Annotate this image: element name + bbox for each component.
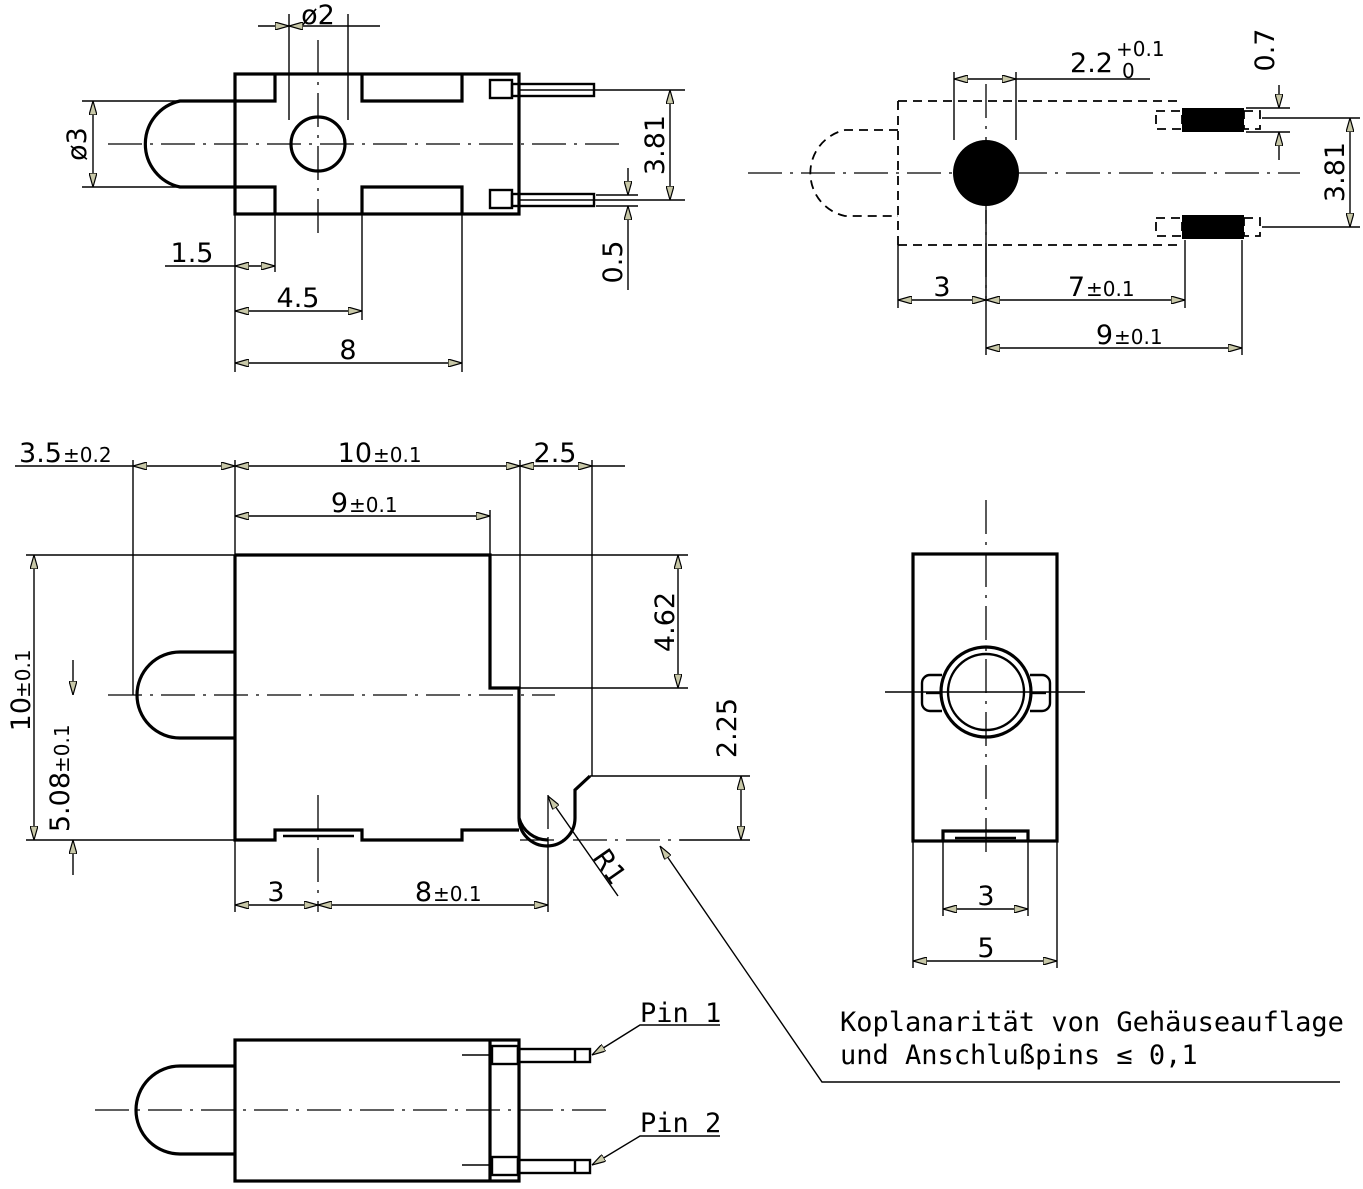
dim-lens-value: 3.5	[19, 438, 62, 469]
top-right-view: 2.2 +0.1 0 0.7 3.81 3 7 ±0.1 9 ±0.1	[748, 29, 1360, 355]
dim-c-tol: ±0.1	[1114, 325, 1163, 349]
pin-2-section	[1182, 215, 1244, 239]
top-left-view: ø2 ø3 3.81 0.5 1.5 4.5 8	[62, 0, 685, 372]
dim-height-tol: ±0.1	[11, 649, 35, 698]
dim-c-value: 9	[1096, 320, 1113, 351]
dim-height-value: 10	[6, 697, 37, 731]
dim-led-pos: 2.2	[1070, 48, 1113, 79]
dim-pitch: 3.81	[640, 115, 671, 175]
dim-led-pos-tol-lower: 0	[1122, 59, 1135, 83]
dim-lens-tol: ±0.2	[63, 443, 112, 467]
dim-foot: 3	[267, 877, 284, 908]
dim-pin: 0.5	[598, 241, 629, 284]
pin-2-label: Pin 2	[640, 1108, 721, 1139]
front-centerlines	[885, 500, 1085, 860]
dim-led-pos-tol-upper: +0.1	[1116, 37, 1165, 61]
pin-leaders	[592, 1024, 720, 1165]
dim-span-value: 8	[415, 877, 432, 908]
dim-inner: 3	[977, 881, 994, 912]
dim-hole-dia: ø2	[301, 0, 335, 31]
coplanarity-note: Koplanarität von Gehäuseauflage und Ansc…	[660, 846, 1344, 1083]
dim-step: 4.62	[650, 592, 681, 652]
dim-pitch: 3.81	[1320, 142, 1351, 202]
side-view: 3.5 ±0.2 10 ±0.1 9 ±0.1 2.5 4.62 2.25 10…	[6, 438, 750, 912]
dim-pin-thickness: 0.7	[1250, 29, 1281, 72]
dim-hook-height: 2.25	[712, 698, 743, 758]
top-right-dimension-texts: 2.2 +0.1 0 0.7 3.81 3 7 ±0.1 9 ±0.1	[933, 29, 1351, 351]
front-dimension-texts: 3 5	[977, 881, 994, 964]
dim-b: 4.5	[277, 283, 320, 314]
dim-hook: 2.5	[534, 438, 577, 469]
dim-radius: R1	[586, 844, 632, 891]
side-centerlines	[108, 694, 680, 912]
pin-1-section	[1182, 108, 1244, 132]
dim-span-tol: ±0.1	[433, 882, 482, 906]
top-left-housing-outline	[143, 72, 521, 216]
dim-lens-dia: ø3	[62, 127, 93, 161]
dim-inner-tol: ±0.1	[349, 493, 398, 517]
front-view: 3 5	[885, 500, 1085, 968]
dim-axis-tol: ±0.1	[50, 724, 74, 773]
bottom-centerlines	[95, 1054, 610, 1166]
dim-width-value: 10	[338, 438, 372, 469]
front-dimension-lines	[912, 841, 1058, 968]
note-line-2: und Anschlußpins ≤ 0,1	[840, 1040, 1198, 1071]
bottom-view: Pin 1 Pin 2	[95, 998, 721, 1183]
dim-axis-value: 5.08	[45, 772, 76, 832]
pin-1-label: Pin 1	[640, 998, 721, 1029]
dim-width-tol: ±0.1	[373, 443, 422, 467]
dim-c: 8	[339, 335, 356, 366]
front-housing-outline	[911, 552, 1059, 843]
dim-inner-value: 9	[331, 488, 348, 519]
dim-a: 1.5	[171, 238, 214, 269]
dim-a: 3	[933, 272, 950, 303]
dim-b-tol: ±0.1	[1086, 277, 1135, 301]
dim-outer: 5	[977, 933, 994, 964]
top-left-dimension-lines	[82, 14, 685, 372]
side-dimension-texts: 3.5 ±0.2 10 ±0.1 9 ±0.1 2.5 4.62 2.25 10…	[6, 438, 743, 908]
top-right-dimension-lines	[897, 72, 1360, 355]
side-housing-outline	[135, 553, 592, 848]
note-line-1: Koplanarität von Gehäuseauflage	[840, 1007, 1344, 1038]
dim-b-value: 7	[1068, 272, 1085, 303]
top-left-centerlines	[108, 40, 625, 238]
side-dimension-lines	[15, 460, 750, 912]
top-left-dimension-texts: ø2 ø3 3.81 0.5 1.5 4.5 8	[62, 0, 671, 366]
